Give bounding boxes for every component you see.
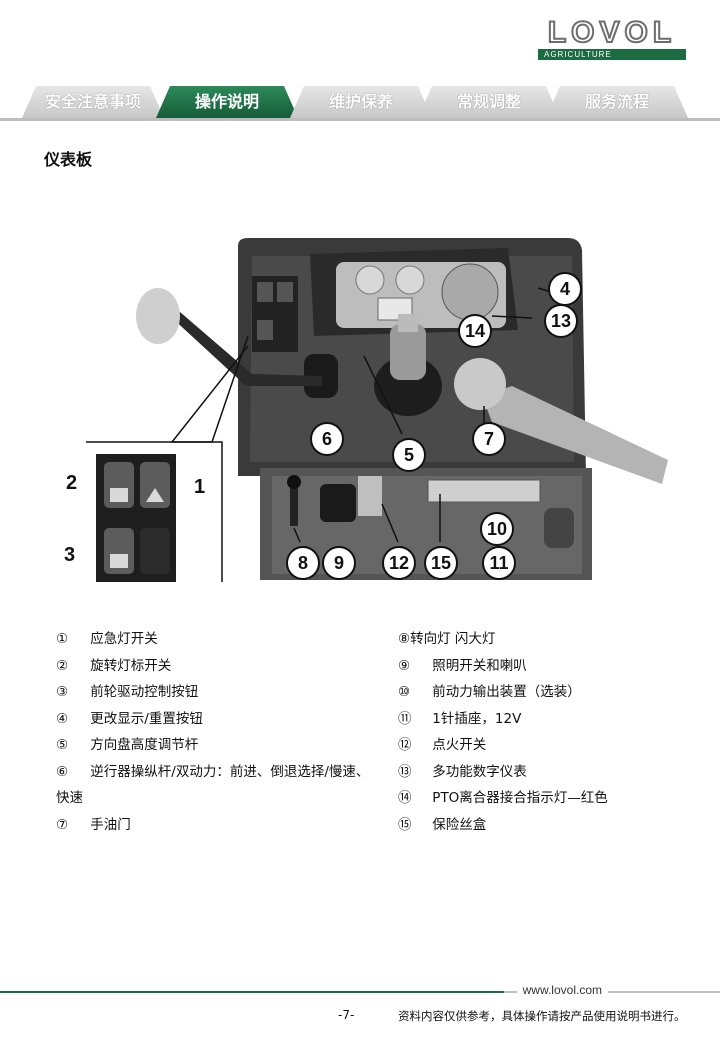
lovol-logo: LOVOL AGRICULTURE (530, 16, 694, 60)
tab-maintenance[interactable]: 维护保养 (290, 86, 432, 118)
legend-left: ① 应急灯开关 ② 旋转灯标开关 ③ 前轮驱动控制按钮 ④ 更改显示/重置按钮 … (56, 626, 376, 838)
dashboard-figure: 4 13 14 6 7 5 8 9 12 15 10 11 2 1 3 (52, 236, 672, 586)
callout-7: 7 (472, 422, 506, 456)
callout-11: 11 (482, 546, 516, 580)
list-item: ⑨ 照明开关和喇叭 (398, 657, 527, 674)
callout-12: 12 (382, 546, 416, 580)
legend-right: ⑧转向灯 闪大灯 ⑨ 照明开关和喇叭 ⑩ 前动力输出装置（选装） ⑪ 1针插座，… (398, 626, 698, 838)
callout-15: 15 (424, 546, 458, 580)
list-item: ⑬ 多功能数字仪表 (398, 763, 527, 780)
list-item: ② 旋转灯标开关 (56, 657, 172, 674)
callout-14: 14 (458, 314, 492, 348)
callout-13: 13 (544, 304, 578, 338)
list-item: ① 应急灯开关 (56, 631, 158, 647)
inset-label-2: 2 (66, 472, 78, 494)
list-item: ⑭ PTO离合器接合指示灯—红色 (398, 790, 608, 806)
footer-url[interactable]: www.lovol.com (516, 983, 608, 997)
list-item: ⑧转向灯 闪大灯 (398, 631, 496, 647)
inset-label-1: 1 (194, 476, 206, 498)
callout-9: 9 (322, 546, 356, 580)
list-item: ⑫ 点火开关 (398, 737, 487, 753)
list-item: ⑦ 手油门 (56, 816, 131, 833)
tab-adjustment[interactable]: 常规调整 (418, 86, 560, 118)
tab-safety[interactable]: 安全注意事项 (22, 86, 164, 118)
list-item: ⑥ 逆行器操纵杆/双动力：前进、倒退选择/慢速、快速 (56, 763, 370, 807)
logo-tagline: AGRICULTURE (538, 49, 686, 60)
list-item: ④ 更改显示/重置按钮 (56, 710, 203, 727)
callout-6: 6 (310, 422, 344, 456)
tab-service[interactable]: 服务流程 (546, 86, 688, 118)
callout-4: 4 (548, 272, 582, 306)
list-item: ⑩ 前动力输出装置（选装） (398, 684, 581, 700)
section-tabs: 安全注意事项 操作说明 维护保养 常规调整 服务流程 (22, 86, 702, 118)
callout-5: 5 (392, 438, 426, 472)
list-item: ⑮ 保险丝盒 (398, 816, 487, 833)
footer-divider (0, 991, 720, 993)
logo-wordmark: LOVOL (547, 16, 677, 49)
list-item: ③ 前轮驱动控制按钮 (56, 684, 199, 700)
tab-operation[interactable]: 操作说明 (156, 86, 298, 118)
footer-disclaimer: 资料内容仅供参考，具体操作请按产品使用说明书进行。 (398, 1009, 686, 1023)
inset-label-3: 3 (64, 544, 76, 566)
page-number: -7- (338, 1008, 355, 1022)
list-item: ⑤ 方向盘高度调节杆 (56, 737, 199, 753)
list-item: ⑪ 1针插座，12V (398, 710, 522, 727)
tab-divider (0, 118, 720, 121)
page-title: 仪表板 (44, 150, 93, 169)
callout-8: 8 (286, 546, 320, 580)
callout-10: 10 (480, 512, 514, 546)
